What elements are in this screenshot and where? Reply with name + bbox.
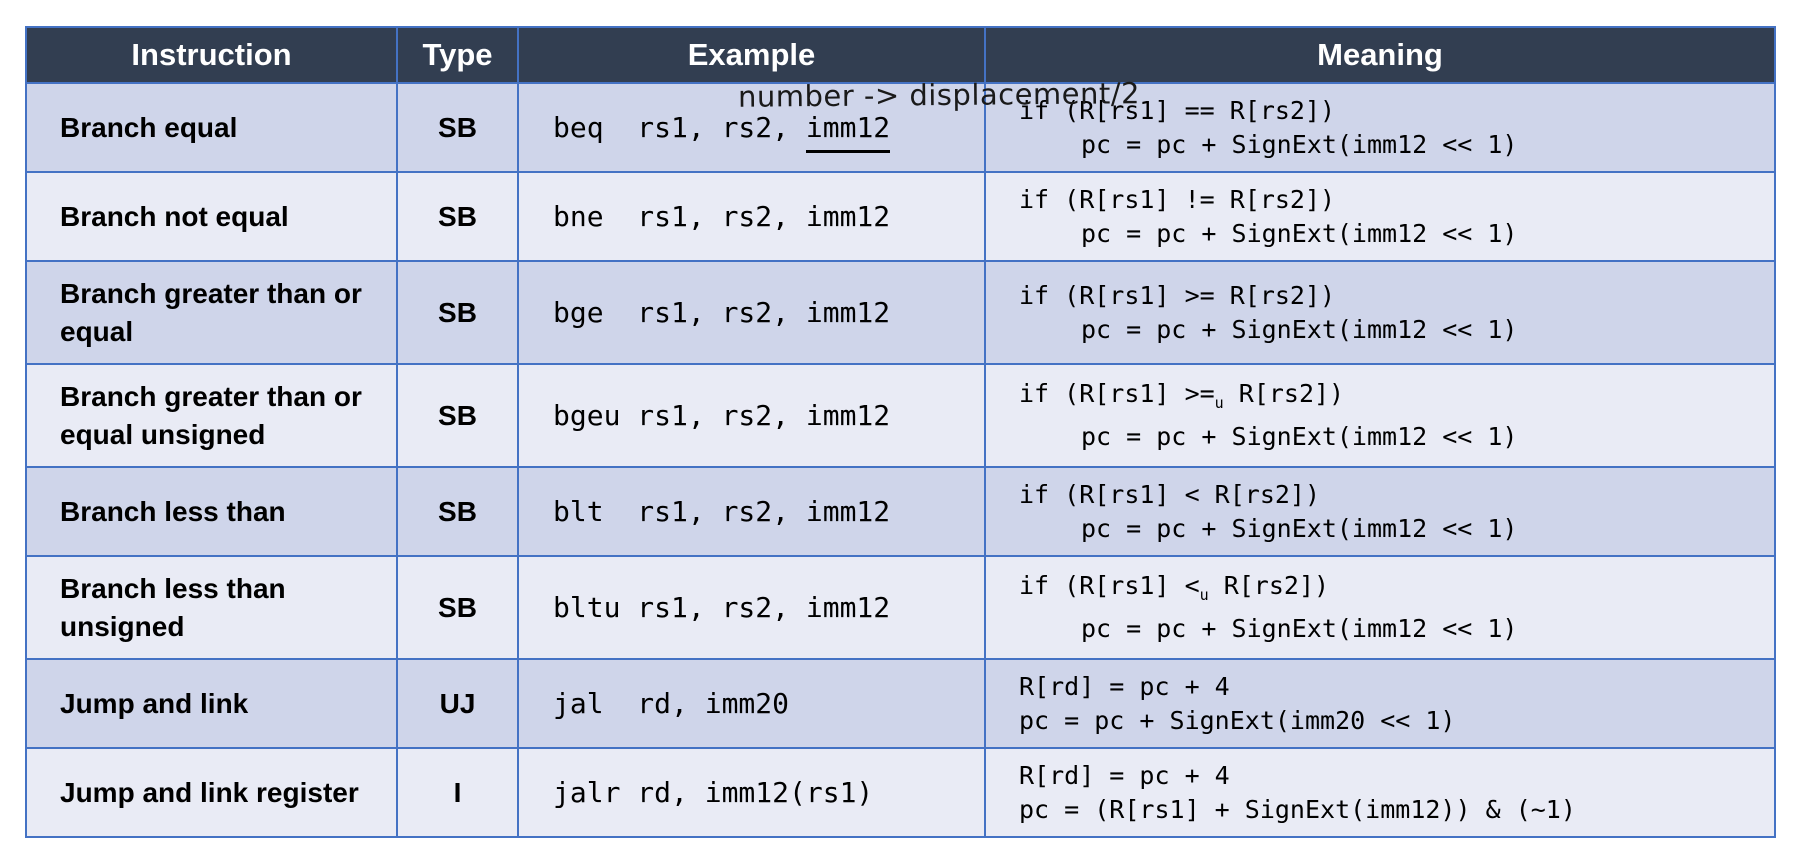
instruction-type: I bbox=[396, 747, 519, 838]
instruction-name: Jump and link register bbox=[25, 747, 398, 838]
instruction-example: bge rs1, rs2, imm12 bbox=[517, 260, 986, 365]
header-meaning: Meaning bbox=[984, 26, 1776, 84]
instruction-example: bltu rs1, rs2, imm12 bbox=[517, 555, 986, 660]
instruction-type: SB bbox=[396, 466, 519, 557]
meaning-jump: pc = pc + SignExt(imm20 << 1) bbox=[1019, 705, 1456, 735]
instruction-meaning: if (R[rs1] != R[rs2]) pc = pc + SignExt(i… bbox=[984, 171, 1776, 262]
unsigned-subscript: u bbox=[1199, 586, 1209, 604]
instruction-example: jalr rd, imm12(rs1) bbox=[517, 747, 986, 838]
instruction-type: SB bbox=[396, 363, 519, 468]
meaning-condition: if (R[rs1] >=u R[rs2]) bbox=[1019, 377, 1774, 420]
meaning-condition: if (R[rs1] == R[rs2]) bbox=[1019, 95, 1336, 125]
example-prefix: beq rs1, rs2, bbox=[553, 111, 806, 144]
condition-left: if (R[rs1] < bbox=[1019, 571, 1200, 600]
table-row: Branch equal SB beq rs1, rs2, imm12 if (… bbox=[25, 82, 1776, 173]
instruction-name: Branch not equal bbox=[25, 171, 398, 262]
table-row: Branch not equal SB bne rs1, rs2, imm12 … bbox=[25, 171, 1776, 262]
instruction-example: beq rs1, rs2, imm12 bbox=[517, 82, 986, 173]
instruction-meaning: if (R[rs1] == R[rs2]) pc = pc + SignExt(i… bbox=[984, 82, 1776, 173]
instruction-name: Branch greater than or equal bbox=[25, 260, 398, 365]
table-row: Branch less than unsigned SB bltu rs1, r… bbox=[25, 555, 1776, 660]
meaning-action: pc = pc + SignExt(imm12 << 1) bbox=[1081, 422, 1518, 451]
instruction-example: bgeu rs1, rs2, imm12 bbox=[517, 363, 986, 468]
branch-jump-instruction-table: Instruction Type Example Meaning Branch … bbox=[25, 26, 1776, 838]
meaning-link: R[rd] = pc + 4 bbox=[1019, 671, 1230, 701]
header-instruction: Instruction bbox=[25, 26, 398, 84]
instruction-name: Branch less than unsigned bbox=[25, 555, 398, 660]
instruction-type: SB bbox=[396, 171, 519, 262]
instruction-example: bne rs1, rs2, imm12 bbox=[517, 171, 986, 262]
meaning-link: R[rd] = pc + 4 bbox=[1019, 760, 1230, 790]
header-type: Type bbox=[396, 26, 519, 84]
instruction-name: Jump and link bbox=[25, 658, 398, 749]
instruction-meaning: R[rd] = pc + 4 pc = pc + SignExt(imm20 <<… bbox=[984, 658, 1776, 749]
instruction-name: Branch greater than or equal unsigned bbox=[25, 363, 398, 468]
instruction-type: SB bbox=[396, 555, 519, 660]
instruction-meaning: if (R[rs1] < R[rs2]) pc = pc + SignExt(im… bbox=[984, 466, 1776, 557]
instruction-example: blt rs1, rs2, imm12 bbox=[517, 466, 986, 557]
instruction-meaning: if (R[rs1] >= R[rs2]) pc = pc + SignExt(i… bbox=[984, 260, 1776, 365]
condition-right: R[rs2]) bbox=[1223, 379, 1345, 408]
instruction-meaning: if (R[rs1] >=u R[rs2])pc = pc + SignExt(… bbox=[984, 363, 1776, 468]
table-row: Branch greater than or equal SB bge rs1,… bbox=[25, 260, 1776, 365]
meaning-jump: pc = (R[rs1] + SignExt(imm12)) & (~1) bbox=[1019, 794, 1576, 824]
table-row: Branch greater than or equal unsigned SB… bbox=[25, 363, 1776, 468]
unsigned-subscript: u bbox=[1214, 394, 1224, 412]
instruction-type: UJ bbox=[396, 658, 519, 749]
instruction-name: Branch less than bbox=[25, 466, 398, 557]
condition-left: if (R[rs1] >= bbox=[1019, 379, 1215, 408]
meaning-action: pc = pc + SignExt(imm12 << 1) bbox=[1081, 218, 1518, 248]
meaning-action: pc = pc + SignExt(imm12 << 1) bbox=[1081, 314, 1518, 344]
header-row: Instruction Type Example Meaning bbox=[25, 26, 1776, 84]
instruction-type: SB bbox=[396, 260, 519, 365]
table-row: Branch less than SB blt rs1, rs2, imm12 … bbox=[25, 466, 1776, 557]
table-row: Jump and link register I jalr rd, imm12(… bbox=[25, 747, 1776, 838]
instruction-meaning: if (R[rs1] <u R[rs2])pc = pc + SignExt(i… bbox=[984, 555, 1776, 660]
instruction-example: jal rd, imm20 bbox=[517, 658, 986, 749]
meaning-action: pc = pc + SignExt(imm12 << 1) bbox=[1081, 513, 1518, 543]
example-underlined-operand: imm12 bbox=[805, 111, 891, 153]
meaning-action: pc = pc + SignExt(imm12 << 1) bbox=[1081, 614, 1518, 643]
meaning-condition: if (R[rs1] <u R[rs2]) bbox=[1019, 569, 1774, 612]
instruction-name: Branch equal bbox=[25, 82, 398, 173]
instruction-table-container: Instruction Type Example Meaning Branch … bbox=[25, 26, 1776, 838]
instruction-type: SB bbox=[396, 82, 519, 173]
table-row: Jump and link UJ jal rd, imm20 R[rd] = p… bbox=[25, 658, 1776, 749]
instruction-meaning: R[rd] = pc + 4 pc = (R[rs1] + SignExt(imm… bbox=[984, 747, 1776, 838]
meaning-condition: if (R[rs1] < R[rs2]) bbox=[1019, 479, 1321, 509]
header-example: Example bbox=[517, 26, 986, 84]
meaning-action: pc = pc + SignExt(imm12 << 1) bbox=[1081, 129, 1518, 159]
condition-right: R[rs2]) bbox=[1208, 571, 1330, 600]
meaning-condition: if (R[rs1] != R[rs2]) bbox=[1019, 184, 1336, 214]
meaning-condition: if (R[rs1] >= R[rs2]) bbox=[1019, 280, 1336, 310]
